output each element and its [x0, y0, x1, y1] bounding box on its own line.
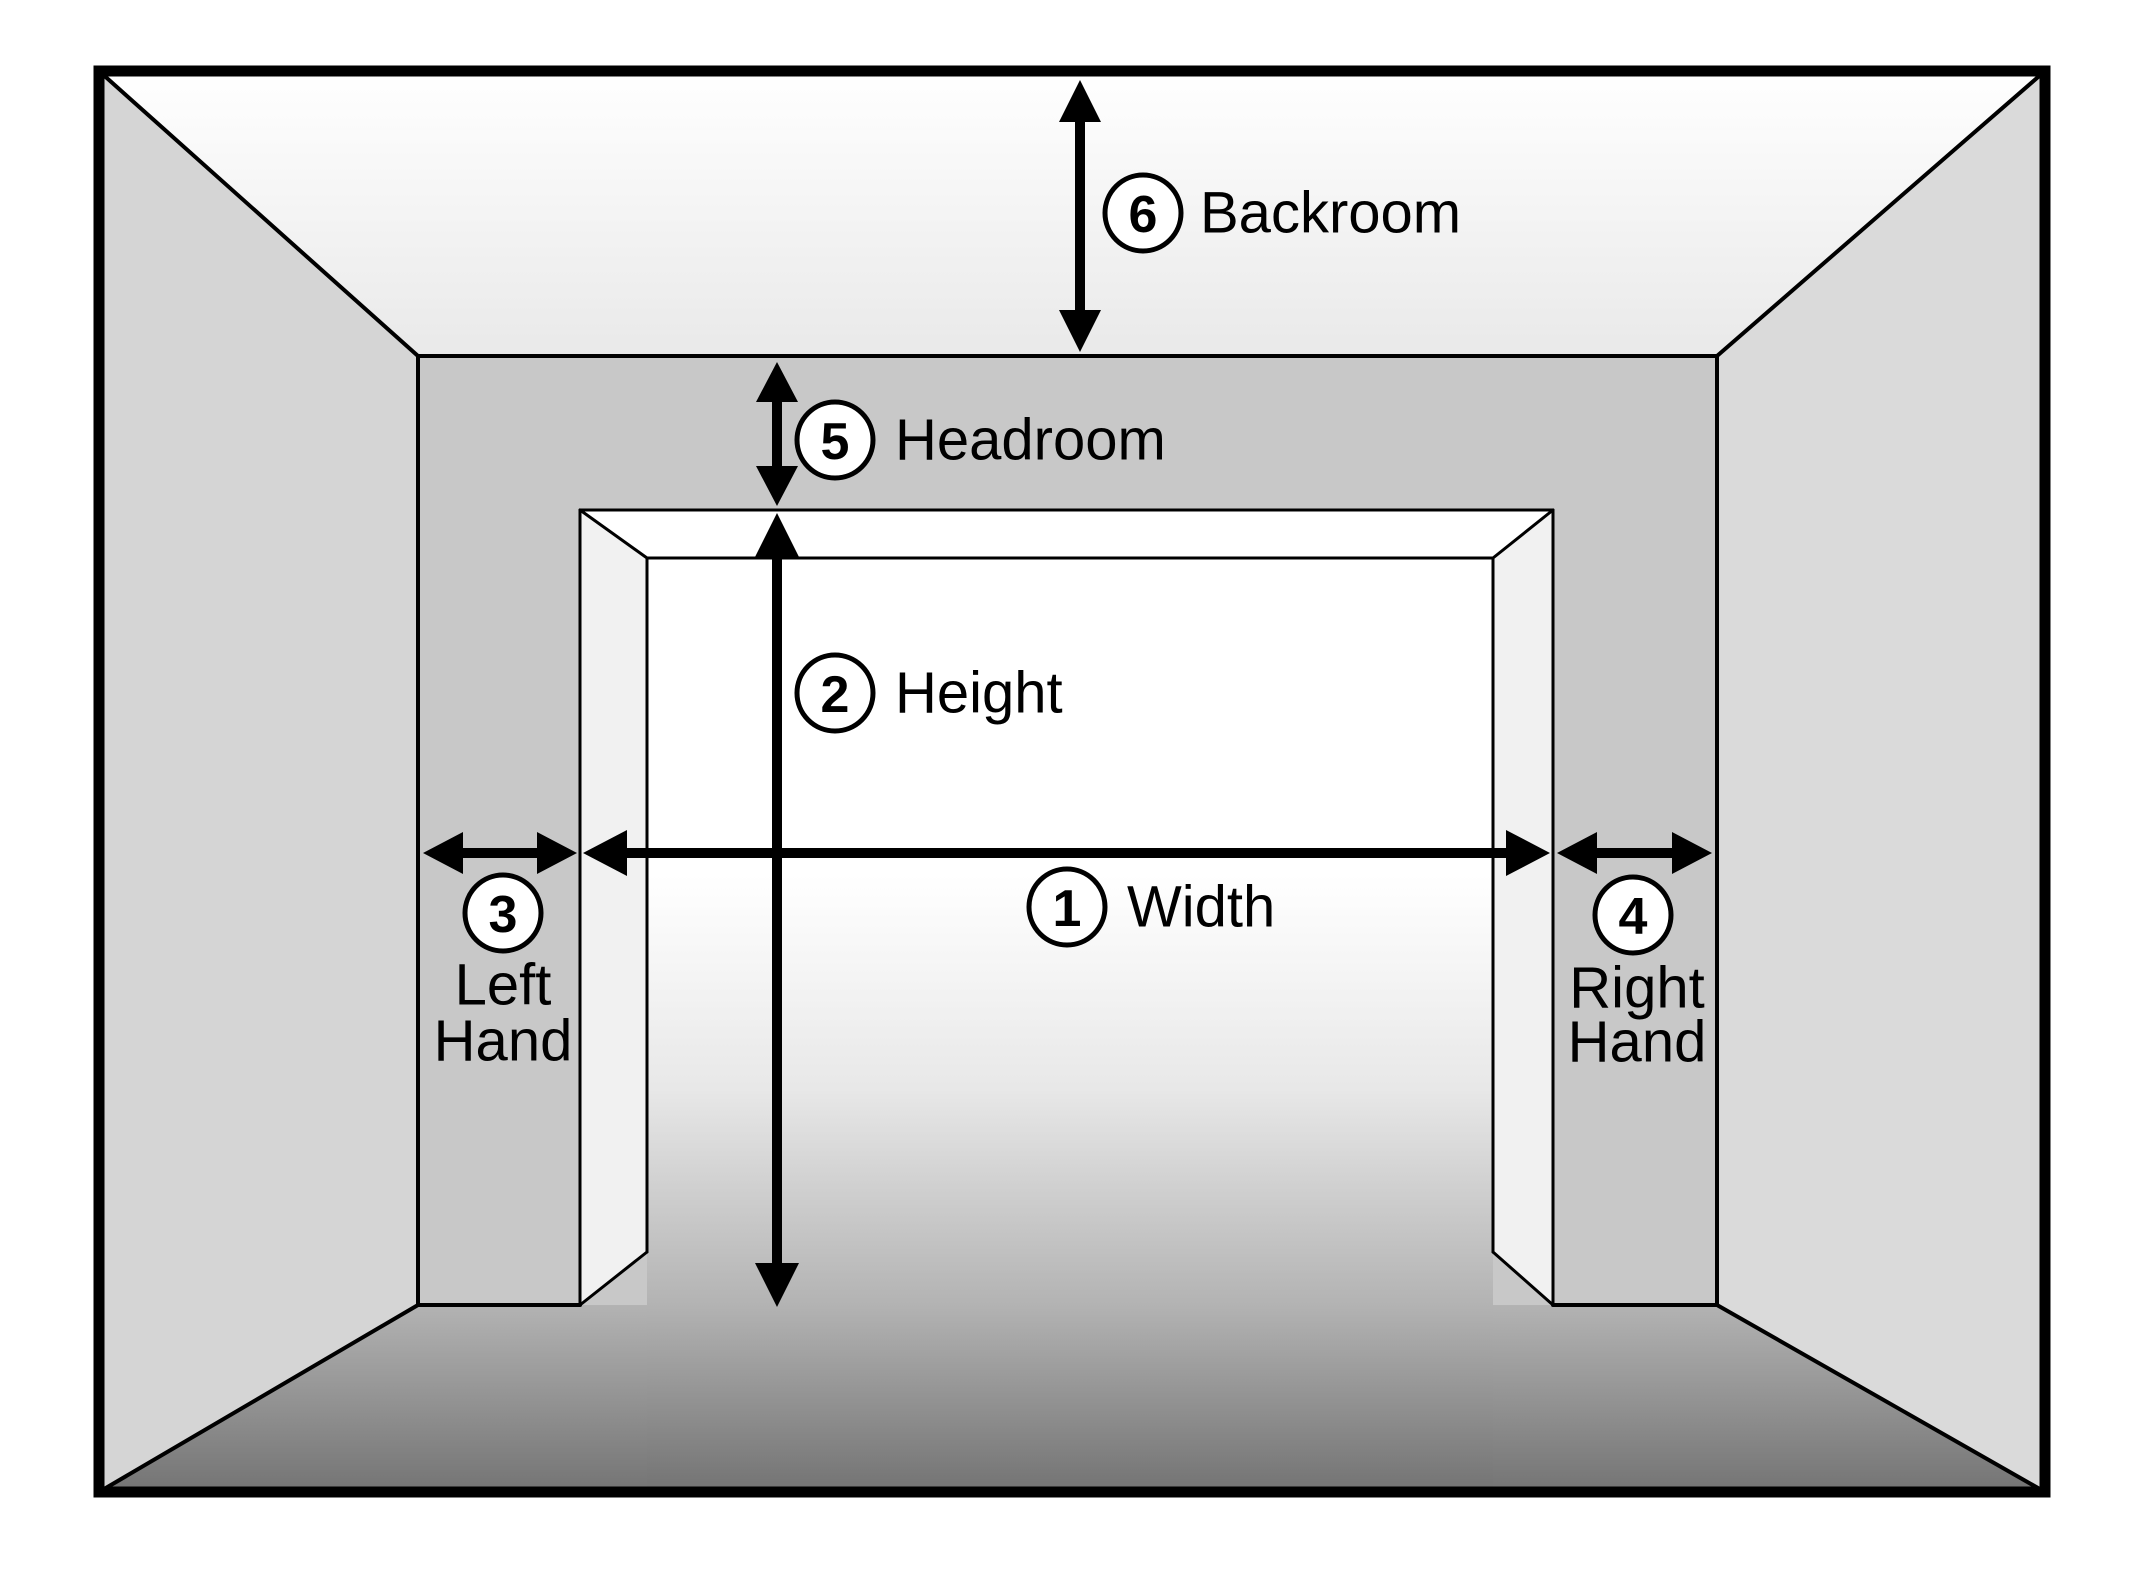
callout-height: 2 Height — [794, 652, 1063, 734]
backroom-number-badge — [1102, 172, 1184, 254]
width-arrow — [583, 830, 1550, 876]
width-number-badge — [1026, 866, 1108, 948]
right-hand-label-line1: Right — [1569, 956, 1704, 1021]
door-frame-header — [580, 510, 1553, 558]
left-hand-arrow — [423, 832, 577, 874]
door-frame-edges — [578, 508, 1555, 1307]
ceiling-surface — [99, 71, 2045, 356]
backroom-arrow — [1059, 80, 1101, 352]
left-hand-label-line2: Hand — [434, 1009, 573, 1074]
left-hand-number: 3 — [489, 886, 518, 944]
left-hand-label-line1: Left — [455, 953, 552, 1018]
left-wall-surface — [99, 71, 418, 1492]
width-label: Width — [1127, 875, 1275, 940]
right-wall-surface — [1717, 71, 2045, 1492]
door-frame-right-jamb — [1493, 510, 1553, 1305]
headroom-label: Headroom — [895, 408, 1166, 473]
door-opening — [647, 558, 1493, 1489]
headroom-number: 5 — [821, 413, 850, 471]
left-hand-number-badge — [462, 872, 544, 954]
height-arrow — [755, 513, 799, 1307]
callout-left-hand: 3 Left Hand — [434, 872, 573, 1074]
callout-width: 1 Width — [1026, 866, 1275, 948]
callout-headroom: 5 Headroom — [794, 399, 1166, 481]
height-number-badge — [794, 652, 876, 734]
callout-right-hand: 4 Right Hand — [1568, 874, 1707, 1075]
right-hand-arrow — [1557, 832, 1712, 874]
door-frame-left-jamb — [580, 510, 647, 1305]
height-number: 2 — [821, 666, 850, 724]
headroom-arrow — [756, 362, 798, 506]
outer-border — [93, 65, 2051, 1498]
backroom-label: Backroom — [1200, 181, 1461, 246]
right-hand-number: 4 — [1619, 888, 1648, 946]
right-hand-number-badge — [1592, 874, 1674, 956]
callout-backroom: 6 Backroom — [1102, 172, 1461, 254]
backroom-number: 6 — [1129, 186, 1158, 244]
room-edges — [97, 69, 2047, 1494]
width-number: 1 — [1053, 880, 1082, 938]
right-hand-label-line2: Hand — [1568, 1010, 1707, 1075]
height-label: Height — [895, 661, 1063, 726]
headroom-number-badge — [794, 399, 876, 481]
